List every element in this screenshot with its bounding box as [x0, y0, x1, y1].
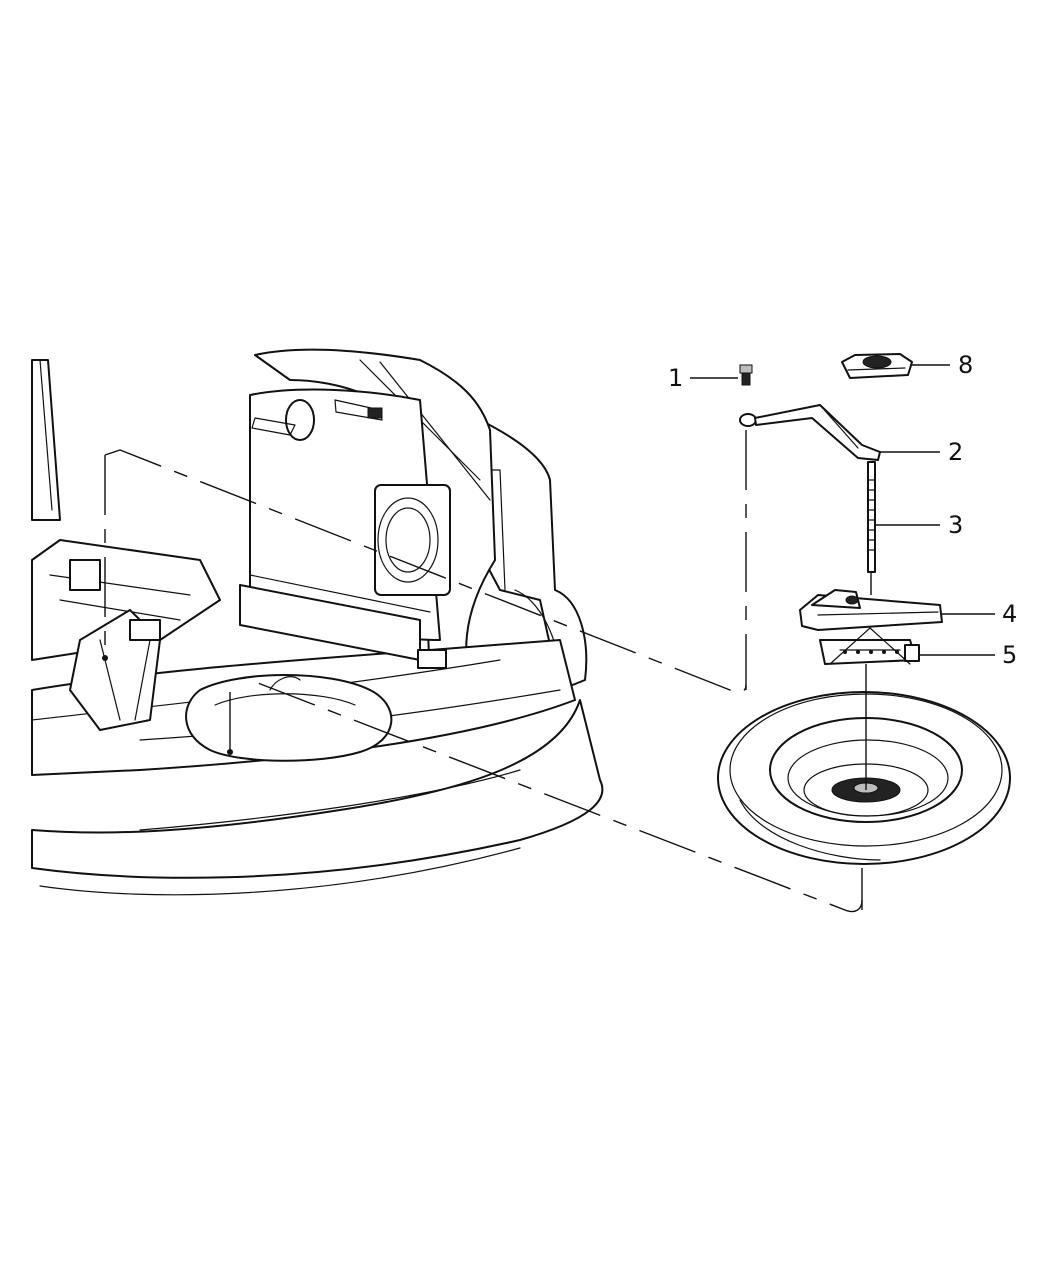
callout-2: 2 — [880, 438, 963, 466]
callout-4-label: 4 — [1002, 600, 1017, 628]
part-1-bolt — [739, 364, 753, 386]
vehicle-rear-cargo-area — [31, 348, 604, 896]
callout-1: 1 — [668, 364, 738, 392]
callout-8: 8 — [912, 351, 973, 379]
callout-5: 5 — [918, 641, 1017, 669]
callouts: 1 8 2 3 4 5 — [668, 351, 1017, 669]
part-5-scissor-jack — [819, 627, 920, 665]
callout-4: 4 — [942, 600, 1017, 628]
part-8-foam-block — [841, 353, 913, 379]
callout-3-label: 3 — [948, 511, 963, 539]
part-2-hold-down-bracket — [739, 404, 881, 461]
callout-2-label: 2 — [948, 438, 963, 466]
spare-tire — [717, 691, 1011, 865]
callout-5-label: 5 — [1002, 641, 1017, 669]
callout-3: 3 — [876, 511, 963, 539]
part-3-threaded-rod — [867, 461, 876, 573]
callout-1-label: 1 — [668, 364, 683, 392]
callout-8-label: 8 — [958, 351, 973, 379]
part-4-jack-tray — [799, 589, 943, 631]
assembly-reference-lines — [104, 430, 872, 913]
